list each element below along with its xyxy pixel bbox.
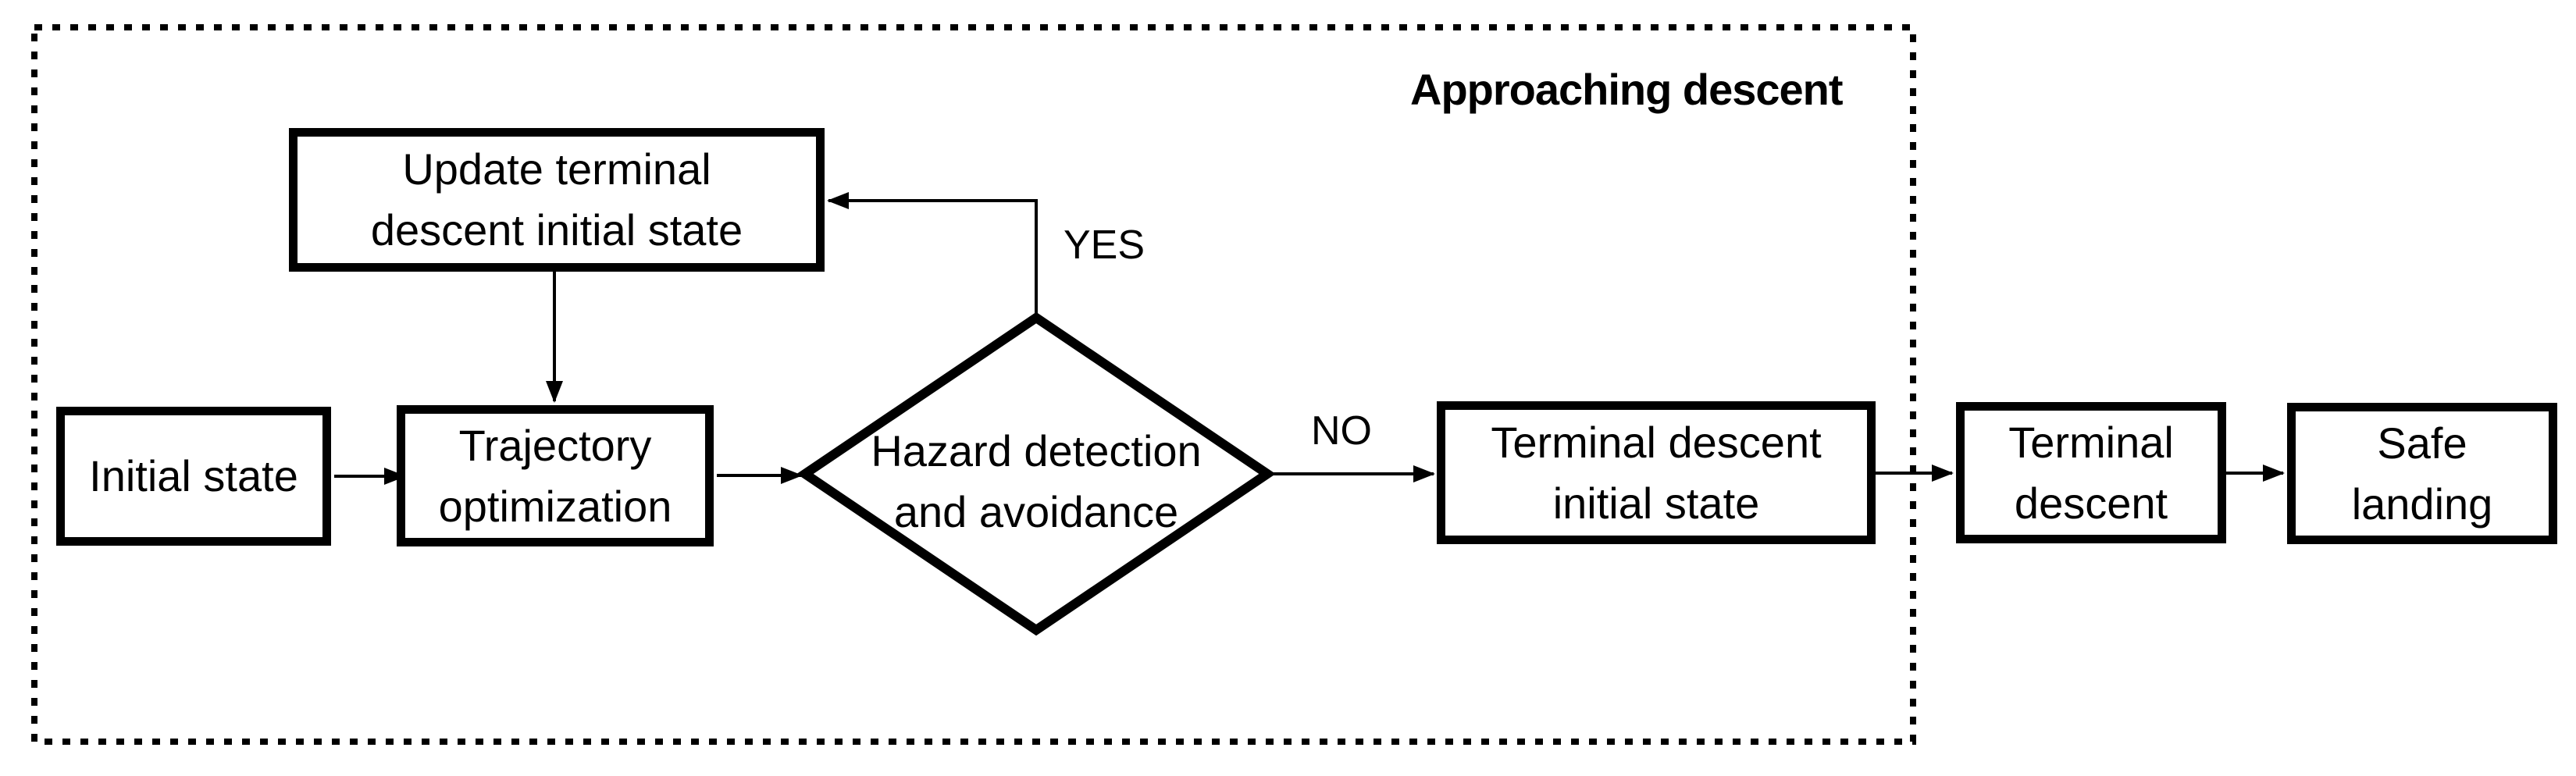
node-terminal-descent-initial-label-line2: initial state <box>1552 478 1760 528</box>
node-terminal-descent-label-line2: descent <box>2014 478 2168 528</box>
node-terminal-descent-initial-state: Terminal descent initial state <box>1437 401 1876 544</box>
node-terminal-descent-initial-label-line1: Terminal descent <box>1491 417 1822 467</box>
edge-label-no: NO <box>1311 408 1372 454</box>
node-trajectory-optimization-label-line1: Trajectory <box>458 420 652 470</box>
node-safe-landing-label-line2: landing <box>2351 479 2493 529</box>
node-trajectory-optimization-label-line2: optimization <box>438 481 672 531</box>
node-initial-state-label: Initial state <box>89 451 298 500</box>
node-hazard-detection-and-avoidance: Hazard detection and avoidance <box>805 341 1267 622</box>
node-update-terminal-label-line1: Update terminal <box>402 144 711 194</box>
node-hazard-detection-label-line1: Hazard detection <box>871 426 1202 475</box>
node-safe-landing-label-line1: Safe <box>2377 418 2467 468</box>
node-update-terminal-descent-initial-state: Update terminal descent initial state <box>289 128 825 272</box>
approaching-descent-boundary <box>31 24 1916 745</box>
node-terminal-descent-label-line1: Terminal <box>2008 417 2174 467</box>
arrow-hazard-yes-to-update <box>827 192 1038 318</box>
node-trajectory-optimization: Trajectory optimization <box>397 405 714 546</box>
node-initial-state: Initial state <box>56 407 331 546</box>
node-terminal-descent: Terminal descent <box>1956 402 2226 543</box>
node-safe-landing: Safe landing <box>2287 403 2557 544</box>
zone-title-approaching-descent: Approaching descent <box>1410 65 1844 114</box>
node-hazard-detection-label-line2: and avoidance <box>893 487 1179 536</box>
node-update-terminal-label-line2: descent initial state <box>370 205 743 255</box>
edge-label-yes: YES <box>1064 222 1145 268</box>
decision-diamond-shape <box>796 311 1276 636</box>
